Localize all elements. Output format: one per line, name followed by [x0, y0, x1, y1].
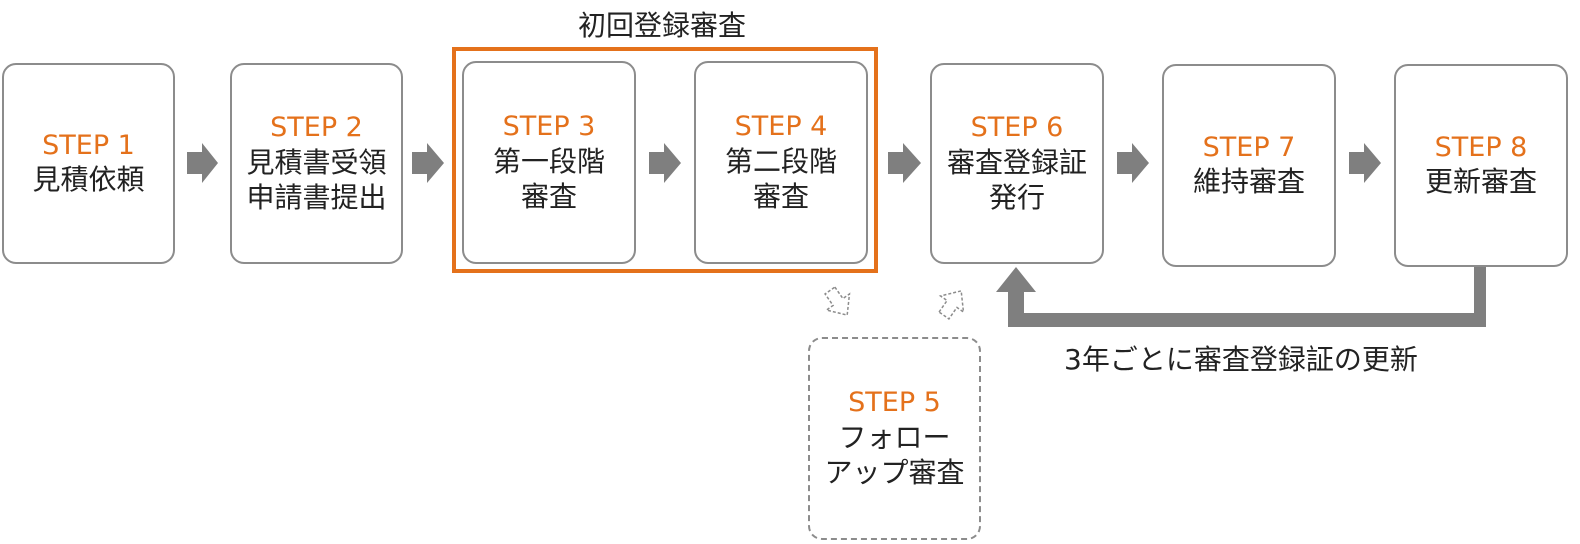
step-2-number: STEP 2	[270, 112, 363, 144]
step-1-box: STEP 1 見積依頼	[2, 63, 175, 264]
arrow-4-6-icon	[888, 143, 921, 183]
step-4-box: STEP 4 第二段階 審査	[694, 61, 868, 264]
step-2-label: 見積書受領 申請書提出	[246, 145, 387, 214]
step-3-label: 第一段階 審査	[492, 144, 605, 213]
step-3-box: STEP 3 第一段階 審査	[462, 61, 636, 264]
arrow-1-2-icon	[187, 143, 218, 183]
step-6-box: STEP 6 審査登録証 発行	[930, 63, 1104, 264]
step-8-box: STEP 8 更新審査	[1394, 64, 1568, 267]
step-5-number: STEP 5	[848, 387, 941, 419]
arrow-6-7-icon	[1117, 143, 1149, 183]
initial-audit-group-frame	[452, 47, 878, 273]
step-4-number: STEP 4	[734, 111, 828, 143]
step-6-number: STEP 6	[970, 112, 1064, 144]
arrow-3-4-icon	[649, 143, 681, 183]
step-4-label: 第二段階 審査	[724, 144, 837, 213]
step-8-number: STEP 8	[1434, 131, 1528, 163]
step-8-label: 更新審査	[1424, 165, 1537, 199]
step-3-number: STEP 3	[502, 111, 596, 143]
arrow-5-6-dashed-icon	[938, 289, 965, 320]
arrow-4-5-dashed-icon	[824, 286, 851, 317]
initial-audit-group-title: 初回登録審査	[578, 9, 747, 42]
step-7-number: STEP 7	[1202, 131, 1296, 163]
step-6-label: 審査登録証 発行	[946, 145, 1087, 214]
step-1-label: 見積依頼	[32, 163, 145, 197]
arrow-2-3-icon	[412, 143, 444, 183]
step-7-box: STEP 7 維持審査	[1162, 64, 1336, 267]
arrow-7-8-icon	[1349, 143, 1381, 183]
step-5-label: フォロー アップ審査	[824, 420, 965, 489]
step-1-number: STEP 1	[42, 129, 135, 161]
step-7-label: 維持審査	[1192, 165, 1305, 199]
step-5-box: STEP 5 フォロー アップ審査	[808, 337, 981, 540]
step-2-box: STEP 2 見積書受領 申請書提出	[230, 63, 403, 264]
renewal-label: 3年ごとに審査登録証の更新	[1064, 343, 1418, 376]
renewal-loop-arrow-icon	[996, 267, 1486, 327]
